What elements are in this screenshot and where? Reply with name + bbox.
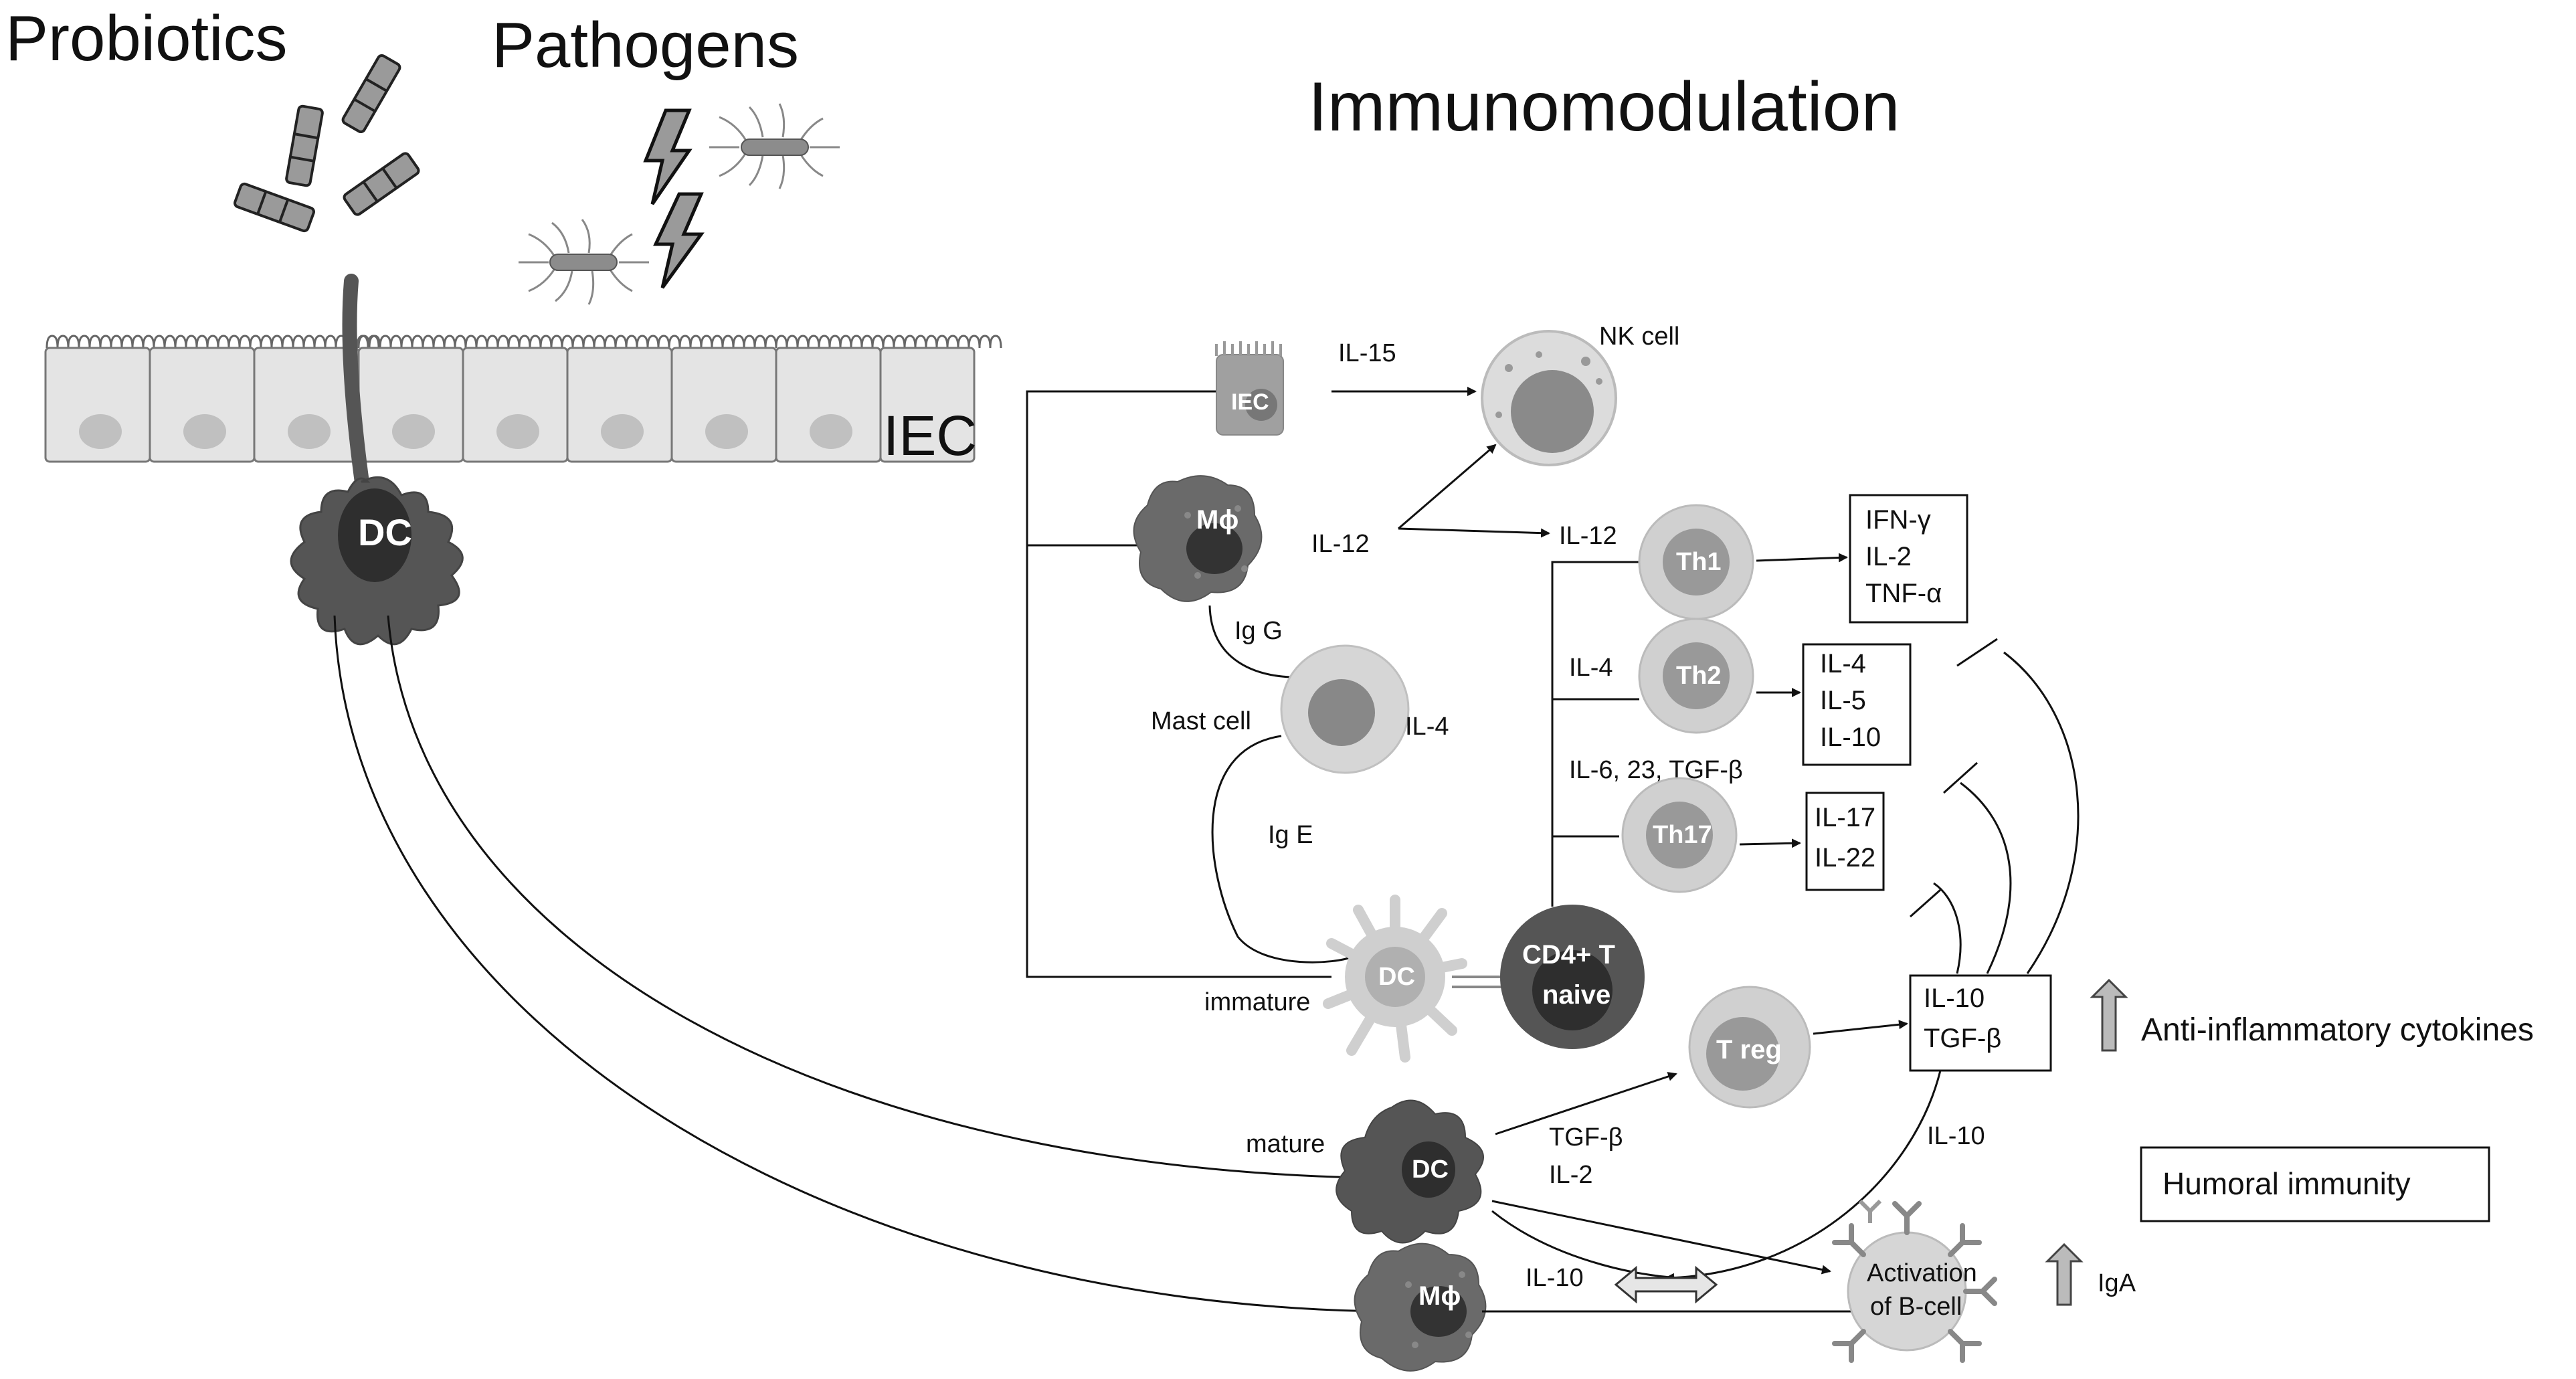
mast-cell [1280,644,1410,774]
il15-label: IL-15 [1338,339,1396,367]
probiotics-heading: Probiotics [5,3,288,74]
il10-right-label: IL-10 [1927,1122,1985,1150]
iga-up-arrow-icon [2045,1243,2084,1306]
nk-cell-label: NK cell [1599,323,1679,351]
macrophage-top [1133,475,1263,602]
th17-cell [1621,777,1738,893]
humoral-immunity-box: Humoral immunity [2140,1146,2490,1222]
th1-output-box: IFN-γ IL-2 TNF-α [1849,494,1968,624]
humoral-label: Humoral immunity [2163,1166,2411,1201]
macrophage-top-label: Mϕ [1196,505,1238,535]
iga-label: IgA [2098,1269,2136,1297]
inhibit-th2-bar [1942,761,1979,794]
igg-label: Ig G [1234,617,1283,645]
inhibit-th1-curve [2003,651,2080,974]
il12-macrophage-label: IL-12 [1311,530,1370,558]
dc-main-label: DC [358,511,412,553]
tgfb-dc-label: TGF-β [1549,1123,1623,1152]
inhibit-th17-bar [1910,889,1941,918]
cd4-naive-t-cell [1500,905,1645,1049]
th17-out-il22: IL-22 [1815,843,1875,872]
th2-output-box: IL-4 IL-5 IL-10 [1802,643,1912,766]
th1-out-il2: IL-2 [1865,542,1912,571]
th1-out-tnf: TNF-α [1865,579,1942,608]
mast-to-dc-curve [1211,735,1352,963]
th1-out-ifn: IFN-γ [1865,505,1931,535]
b-cell [1832,1199,1997,1363]
treg-label: T reg [1716,1035,1782,1065]
pathogen-bacterium-2 [709,103,840,189]
pathogen-bacterium-1 [519,219,649,305]
macrophage-to-il12-arrow [1398,527,1550,538]
mast-cell-label: Mast cell [1151,707,1251,735]
ige-label: Ig E [1268,821,1313,849]
il4-th2-label: IL-4 [1569,654,1613,682]
th1-label: Th1 [1676,548,1722,576]
left-bracket-line [1026,390,1331,978]
th17-label: Th17 [1653,821,1712,849]
immature-label: immature [1204,988,1310,1016]
treg-cell [1688,986,1811,1109]
double-arrow-icon [1614,1265,1718,1304]
macrophage-to-mast-curve [1208,605,1292,678]
treg-output-box: IL-10 TGF-β [1909,974,2052,1072]
iec-cell-small [1215,341,1284,436]
macrophage-bottom [1354,1243,1487,1372]
il10-bottom-label: IL-10 [1526,1264,1584,1292]
bcell-label-line1: Activation [1867,1259,1977,1287]
il12-th1-label: IL-12 [1559,522,1617,550]
th17-output-box: IL-17 IL-22 [1805,792,1885,891]
th17-out-il17: IL-17 [1815,803,1875,832]
th2-out-il4: IL-4 [1820,649,1866,678]
cd4-label-line2: naive [1542,980,1611,1010]
dendritic-cell-main [290,274,464,646]
il2-dc-label: IL-2 [1549,1161,1592,1189]
dc-to-macrophage-curve [333,615,1386,1313]
inhibit-th17-curve [1933,882,1962,974]
dc-immature-label: DC [1378,963,1415,991]
iec-cell-label: IEC [1231,389,1269,415]
cd4-label-line1: CD4+ T [1522,940,1615,970]
inhibit-th1-bar [1956,638,1998,667]
macrophage-to-nk-arrow [1398,444,1497,530]
th2-out-il5: IL-5 [1820,686,1866,715]
th17-to-box-arrow [1739,838,1801,848]
th2-cell [1638,618,1754,734]
dc-to-mature-dc-curve [387,615,1359,1179]
treg-out-il10: IL-10 [1924,984,1985,1013]
probiotic-bacteria [234,54,420,233]
macrophage-bottom-label: Mϕ [1418,1281,1461,1311]
th2-out-il10: IL-10 [1820,723,1881,752]
mature-dc-to-treg-arrow [1495,1072,1677,1135]
th1-cell [1638,504,1754,620]
mature-dc [1336,1099,1484,1244]
up-arrow-icon [2090,978,2128,1052]
treg-out-tgfb: TGF-β [1924,1024,2001,1053]
th-branch-line [1551,561,1639,907]
il6-23-tgfb-label: IL-6, 23, TGF-β [1569,756,1743,784]
inhibit-th2-curve [1960,782,2012,974]
pathogens-heading: Pathogens [492,9,799,81]
immature-dc [1323,895,1467,1063]
th2-label: Th2 [1676,662,1722,690]
treg-il10-curve [1665,1070,1942,1283]
anti-inflammatory-label: Anti-inflammatory cytokines [2141,1012,2534,1048]
il4-mast-label: IL-4 [1405,713,1449,741]
lightning-bolt-icon [643,108,705,289]
mature-label: mature [1246,1130,1325,1158]
treg-to-box-arrow [1813,1020,1908,1035]
dc-mature-label: DC [1412,1156,1449,1184]
bcell-label-line2: of B-cell [1870,1293,1962,1321]
iec-layer-label: IEC [883,404,977,467]
nk-cell [1481,330,1617,466]
epithelial-layer [44,335,1002,463]
mature-dc-to-bcell-arrow [1491,1200,1831,1275]
th1-to-box-arrow [1756,553,1848,563]
immunomodulation-title: Immunomodulation [1308,68,1900,146]
